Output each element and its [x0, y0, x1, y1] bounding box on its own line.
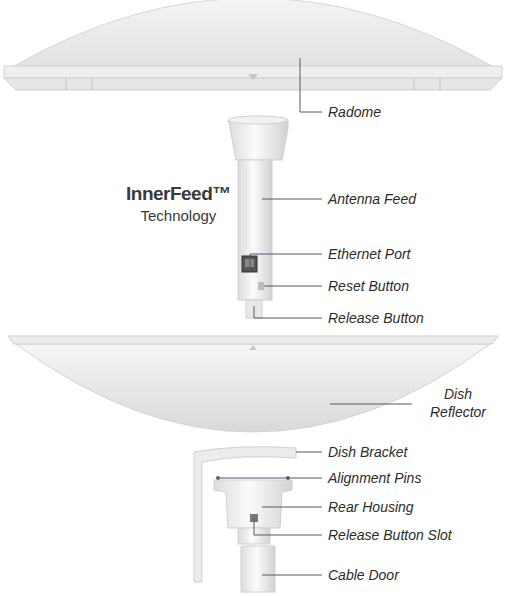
- part-label: Reset Button: [328, 277, 409, 295]
- part-label: Dish Reflector: [416, 385, 500, 421]
- rear-housing: [214, 476, 292, 544]
- radome: [4, 0, 502, 90]
- part-label: Rear Housing: [328, 498, 414, 516]
- antenna-feed: [228, 116, 288, 318]
- logo-text: InnerFeed™: [126, 185, 231, 203]
- part-label: Ethernet Port: [328, 245, 411, 263]
- cable-door: [241, 546, 275, 592]
- part-label: Radome: [328, 103, 381, 121]
- part-label: Dish Bracket: [328, 443, 407, 461]
- part-label: Release Button Slot: [328, 526, 452, 544]
- dish-reflector: [8, 336, 498, 432]
- part-label: Alignment Pins: [328, 469, 421, 487]
- part-label: Release Button: [328, 309, 424, 327]
- logo-subtext: Technology: [140, 207, 216, 225]
- part-label: Cable Door: [328, 566, 399, 584]
- part-label: Antenna Feed: [328, 190, 416, 208]
